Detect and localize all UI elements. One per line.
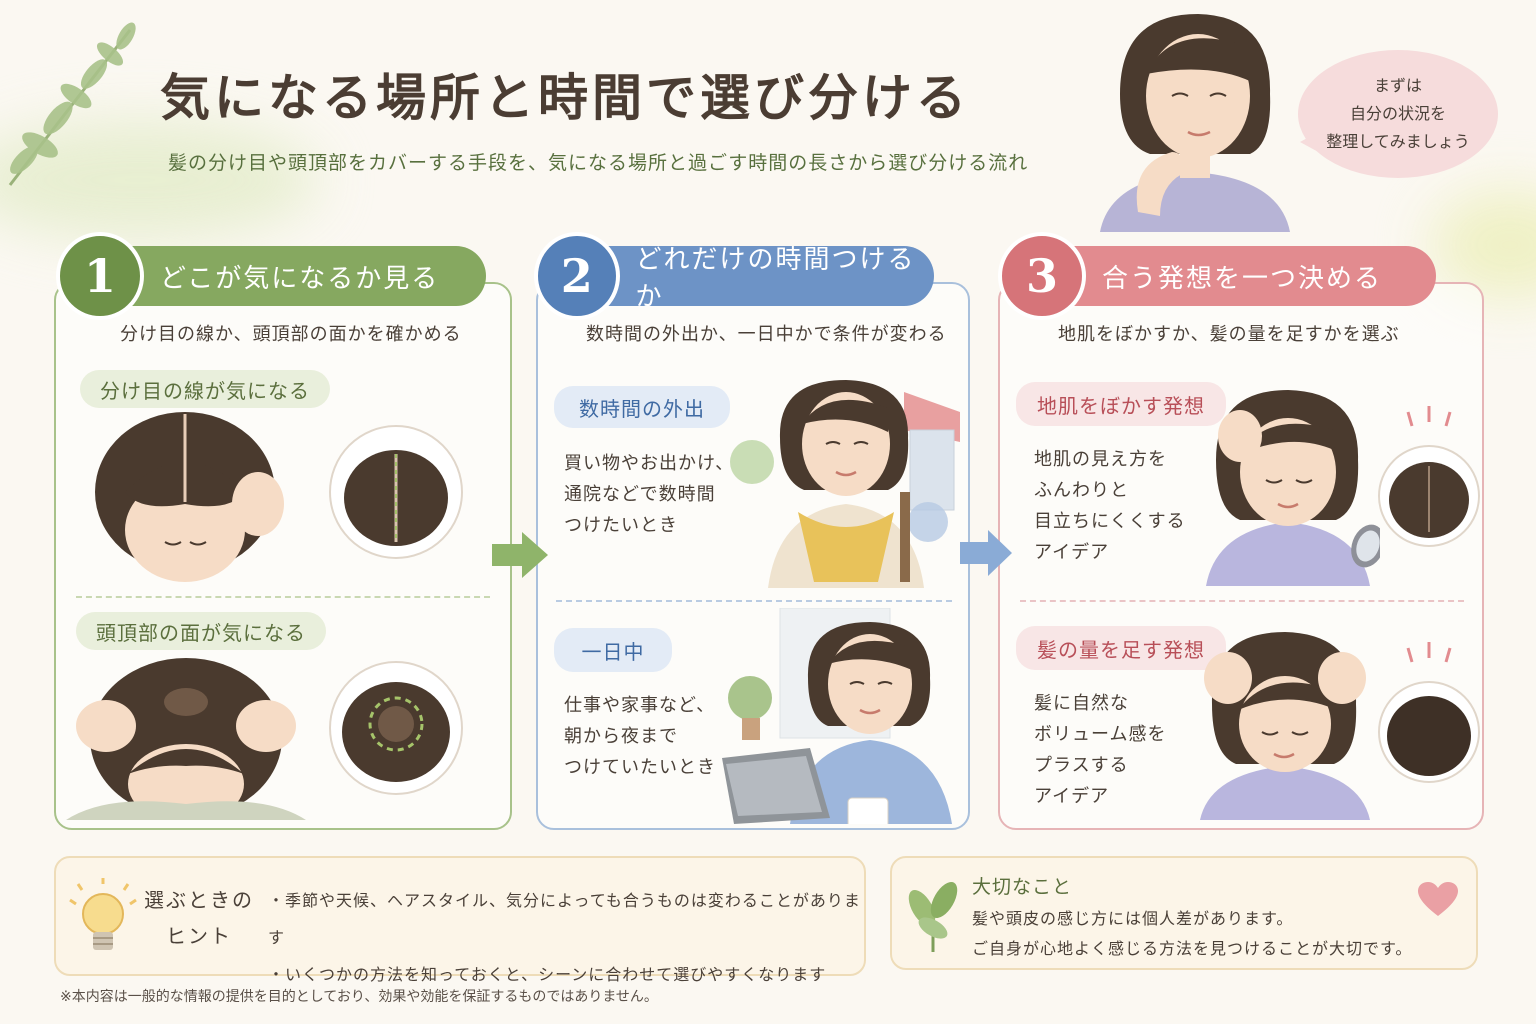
note-body: 髪や頭皮の感じ方には個人差があります。 ご自身が心地よく感じる方法を見つけること… (972, 904, 1412, 964)
desc-line: 朝から夜まで (564, 726, 678, 747)
step-heading: どれだけの時間つけるか (635, 245, 916, 312)
green-wash (0, 120, 320, 240)
crown-closeup-circle (329, 661, 463, 795)
step-number: 2 (534, 232, 620, 320)
tag-blur-scalp: 地肌をぼかす発想 (1016, 382, 1226, 426)
step2-header: 2 どれだけの時間つけるか (534, 232, 934, 320)
lightbulb-icon (69, 878, 137, 950)
desc-line: プラスする (1034, 755, 1129, 776)
arrow-right-icon (960, 530, 1012, 576)
desc-line: ボリューム感を (1034, 724, 1167, 745)
step2-lead: 数時間の外出か、一日中かで条件が変わる (586, 324, 947, 345)
desc-line: 髪に自然な (1034, 693, 1129, 714)
hint-bullets: ・季節や天候、ヘアスタイル、気分によっても合うものは変わることがあります ・いく… (268, 882, 864, 993)
desc-line: アイデア (1034, 786, 1110, 807)
tag-add-volume: 髪の量を足す発想 (1016, 626, 1226, 670)
speech-line: まずは (1373, 76, 1422, 95)
step-number: 1 (56, 232, 144, 320)
note-line: 髪や頭皮の感じ方には個人差があります。 (972, 909, 1294, 928)
crown-head-illustration (66, 658, 306, 820)
all-day-desc: 仕事や家事など、 朝から夜まで つけていたいとき (564, 690, 716, 783)
step-heading: 合う発想を一つ決める (1102, 263, 1383, 294)
step1-divider (76, 596, 490, 598)
page-subtitle: 髪の分け目や頭頂部をカバーする手段を、気になる場所と過ごす時間の長さから選び分け… (168, 152, 1029, 174)
few-hours-desc: 買い物やお出かけ、 通院などで数時間 つけたいとき (564, 448, 734, 541)
speech-bubble: まずは 自分の状況を 整理してみましょう (1298, 50, 1498, 178)
footnote: ※本内容は一般的な情報の提供を目的としており、効果や効能を保証するものではありま… (60, 989, 658, 1005)
step3-header: 3 合う発想を一つ決める (998, 232, 1436, 320)
step-number: 3 (998, 232, 1086, 320)
blur-closeup-circle (1378, 406, 1480, 547)
desc-line: つけたいとき (564, 515, 678, 536)
tag-parting-line: 分け目の線が気になる (80, 370, 330, 408)
tag-all-day: 一日中 (554, 628, 672, 672)
working-woman-illustration (722, 608, 952, 824)
volume-closeup-circle (1378, 642, 1480, 783)
volume-woman-illustration (1200, 632, 1370, 820)
desc-line: 仕事や家事など、 (564, 695, 716, 716)
note-heading: 大切なこと (972, 876, 1073, 898)
step2-divider (556, 600, 952, 602)
mirror-woman-illustration (1206, 390, 1380, 586)
heart-icon (1418, 882, 1458, 916)
arrow-right-icon (492, 532, 548, 578)
step3-lead: 地肌をぼかすか、髪の量を足すかを選ぶ (1058, 324, 1400, 345)
speech-line: 自分の状況を (1349, 104, 1446, 123)
step-heading: どこが気になるか見る (160, 263, 440, 294)
step1-header: 1 どこが気になるか見る (56, 232, 486, 320)
page-title: 気になる場所と時間で選び分ける (160, 68, 970, 127)
hint-bullet: ・季節や天候、ヘアスタイル、気分によっても合うものは変わることがあります (268, 891, 861, 947)
note-line: ご自身が心地よく感じる方法を見つけることが大切です。 (972, 939, 1413, 958)
hint-label: 選ぶときの ヒント (144, 882, 254, 954)
important-note-box: 大切なこと 髪や頭皮の感じ方には個人差があります。 ご自身が心地よく感じる方法を… (890, 856, 1478, 970)
desc-line: 買い物やお出かけ、 (564, 453, 735, 474)
step3-divider (1020, 600, 1464, 602)
sprout-icon (908, 881, 958, 952)
tag-few-hours: 数時間の外出 (554, 386, 730, 428)
desc-line: アイデア (1034, 542, 1110, 563)
parting-closeup-circle (329, 425, 463, 559)
thinking-woman-illustration (1100, 14, 1290, 232)
desc-line: 目立ちにくくする (1034, 511, 1186, 532)
hint-label-line: 選ぶときの (144, 888, 254, 912)
hint-bullet: ・いくつかの方法を知っておくと、シーンに合わせて選びやすくなります (268, 965, 827, 984)
desc-line: 通院などで数時間 (564, 484, 716, 505)
blur-scalp-desc: 地肌の見え方を ふんわりと 目立ちにくくする アイデア (1034, 444, 1186, 568)
add-volume-desc: 髪に自然な ボリューム感を プラスする アイデア (1034, 688, 1166, 812)
parting-head-illustration (95, 412, 284, 582)
speech-line: 整理してみましょう (1326, 132, 1470, 151)
tag-crown-area: 頭頂部の面が気になる (76, 612, 326, 650)
outing-woman-illustration (730, 380, 960, 588)
leaf-branch-icon (8, 22, 136, 186)
step1-lead: 分け目の線か、頭頂部の面かを確かめる (120, 324, 462, 345)
hint-label-line: ヒント (166, 924, 232, 948)
hint-box: 選ぶときの ヒント ・季節や天候、ヘアスタイル、気分によっても合うものは変わるこ… (54, 856, 866, 984)
desc-line: つけていたいとき (564, 757, 716, 778)
desc-line: ふんわりと (1034, 480, 1129, 501)
desc-line: 地肌の見え方を (1034, 449, 1167, 470)
